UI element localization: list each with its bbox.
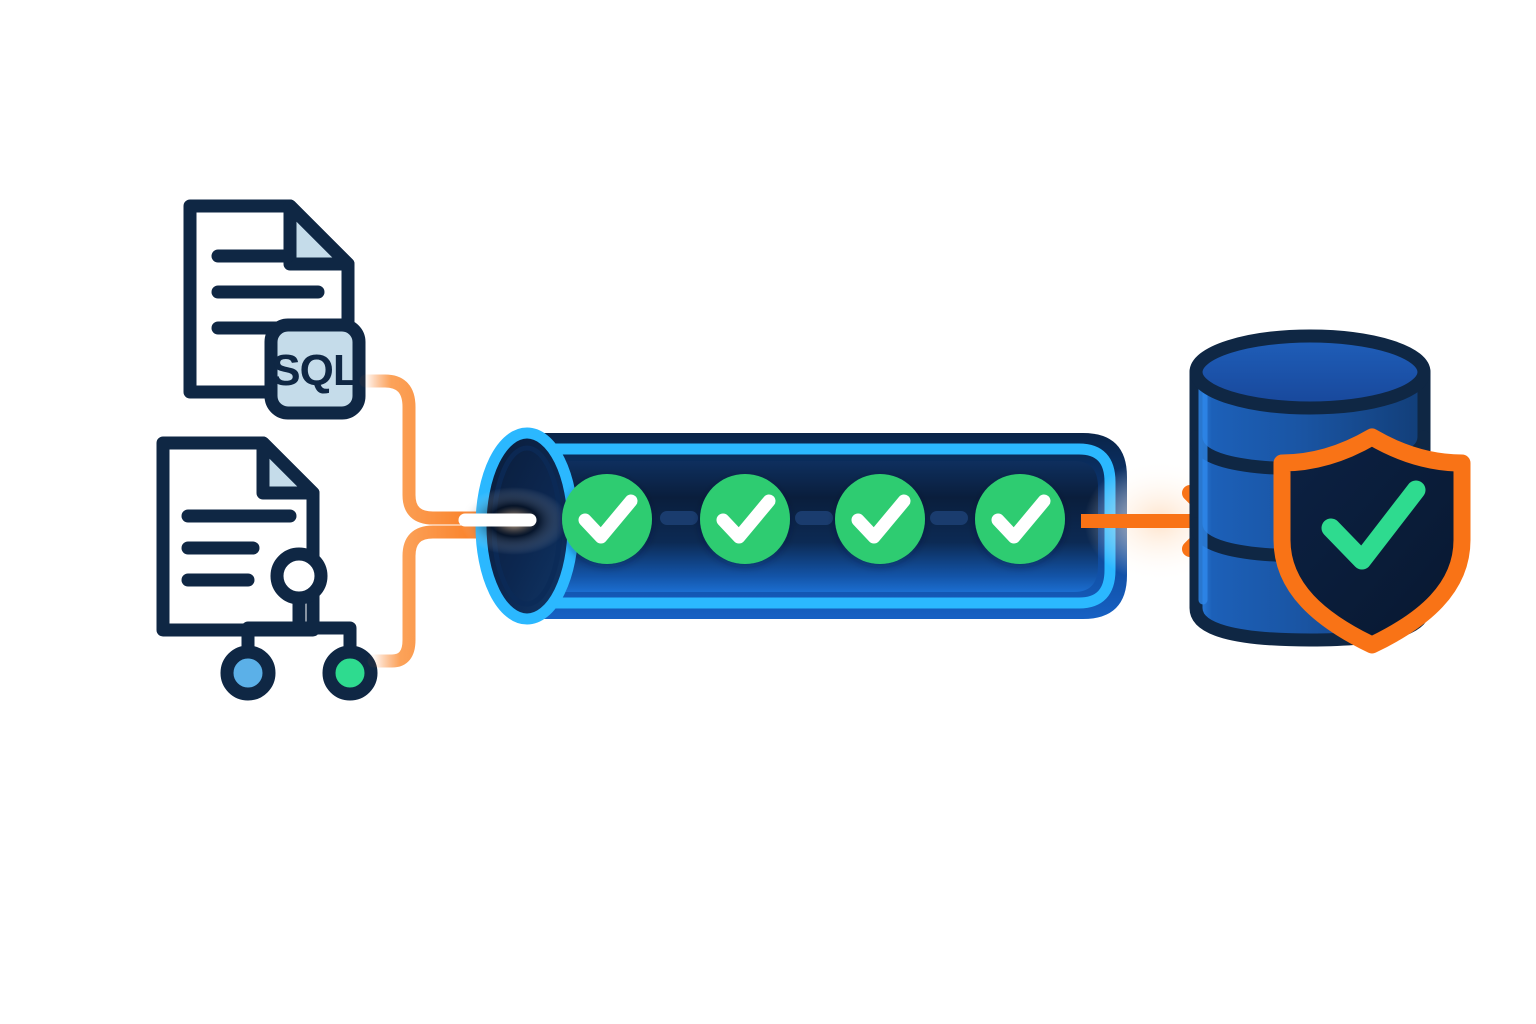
sql-badge-label: SQL [271,346,359,395]
check-circle-icon [835,474,925,564]
pipeline-body [527,461,1098,592]
check-circle-icon [700,474,790,564]
pipeline-stage-separator [795,511,833,525]
check-circle-icon [975,474,1065,564]
check-mark-icon [991,494,1051,544]
check-mark-icon [851,494,911,544]
shield-check-mark-icon [1321,480,1426,570]
schema-tree-child-node-b [322,645,378,701]
validation-pipeline[interactable] [458,427,1127,625]
source-sql-file[interactable]: SQL [183,199,366,420]
schema-tree-root-node [270,547,328,605]
security-shield-badge[interactable] [1273,428,1471,654]
pipeline-stage-2[interactable] [700,474,790,564]
schema-tree-child-node-a [220,645,276,701]
schema-doc-fold-icon [256,436,320,500]
schema-tree-icon [220,547,378,701]
check-mark-icon [578,494,638,544]
source-schema-document[interactable] [156,436,378,701]
connector-schema-line [367,525,512,668]
check-circle-icon [562,474,652,564]
sql-badge[interactable] [264,318,366,420]
database-top [1189,329,1431,415]
pipeline-stage-1[interactable] [562,474,652,564]
pipeline-stage-separator [660,511,698,525]
sql-file-fold-icon [283,199,355,271]
pipeline-stage-3[interactable] [835,474,925,564]
pipeline-stage-separator [930,511,968,525]
destination-database[interactable] [1189,329,1471,654]
schema-tree-links [241,590,357,662]
check-mark-icon [716,494,776,544]
pipeline-stage-4[interactable] [975,474,1065,564]
